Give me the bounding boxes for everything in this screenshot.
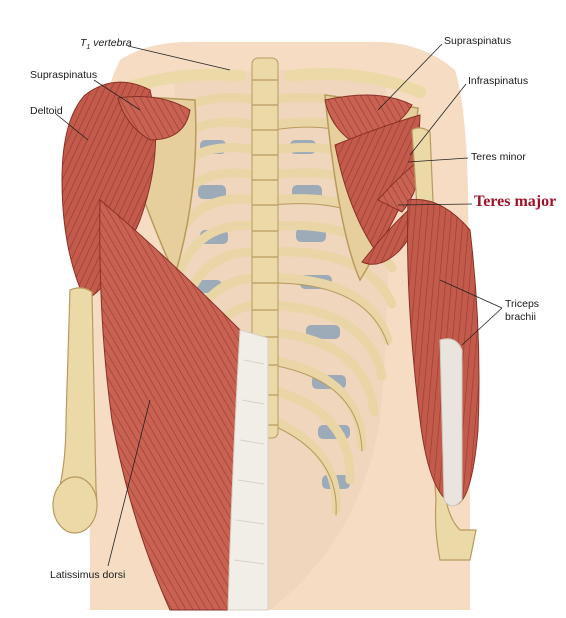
triceps-line-2: brachii bbox=[505, 311, 536, 324]
label-latissimus-dorsi: Latissimus dorsi bbox=[50, 569, 126, 581]
thoracolumbar-aponeurosis bbox=[227, 329, 269, 611]
triceps-tendon bbox=[439, 338, 463, 507]
t1-prefix: T bbox=[80, 37, 87, 49]
label-deltoid: Deltoid bbox=[30, 105, 63, 117]
elbow-left bbox=[52, 476, 98, 534]
label-supraspinatus-left: Supraspinatus bbox=[30, 69, 98, 81]
label-triceps-brachii: Triceps brachii bbox=[505, 298, 539, 324]
clavicle-right bbox=[284, 68, 426, 98]
label-infraspinatus: Infraspinatus bbox=[468, 75, 529, 87]
latissimus-dorsi-muscle bbox=[99, 198, 263, 611]
aponeurosis-fibers bbox=[233, 359, 265, 565]
label-teres-major: Teres major bbox=[474, 193, 557, 210]
t1-word: vertebra bbox=[93, 37, 132, 49]
t1-subscript: 1 bbox=[86, 44, 91, 52]
leader-lines bbox=[55, 43, 503, 567]
triceps-line-1: Triceps bbox=[505, 298, 540, 310]
label-teres-minor: Teres minor bbox=[471, 151, 526, 163]
label-t1-vertebra: T1 vertebra bbox=[80, 38, 132, 51]
label-supraspinatus-right: Supraspinatus bbox=[444, 35, 512, 47]
